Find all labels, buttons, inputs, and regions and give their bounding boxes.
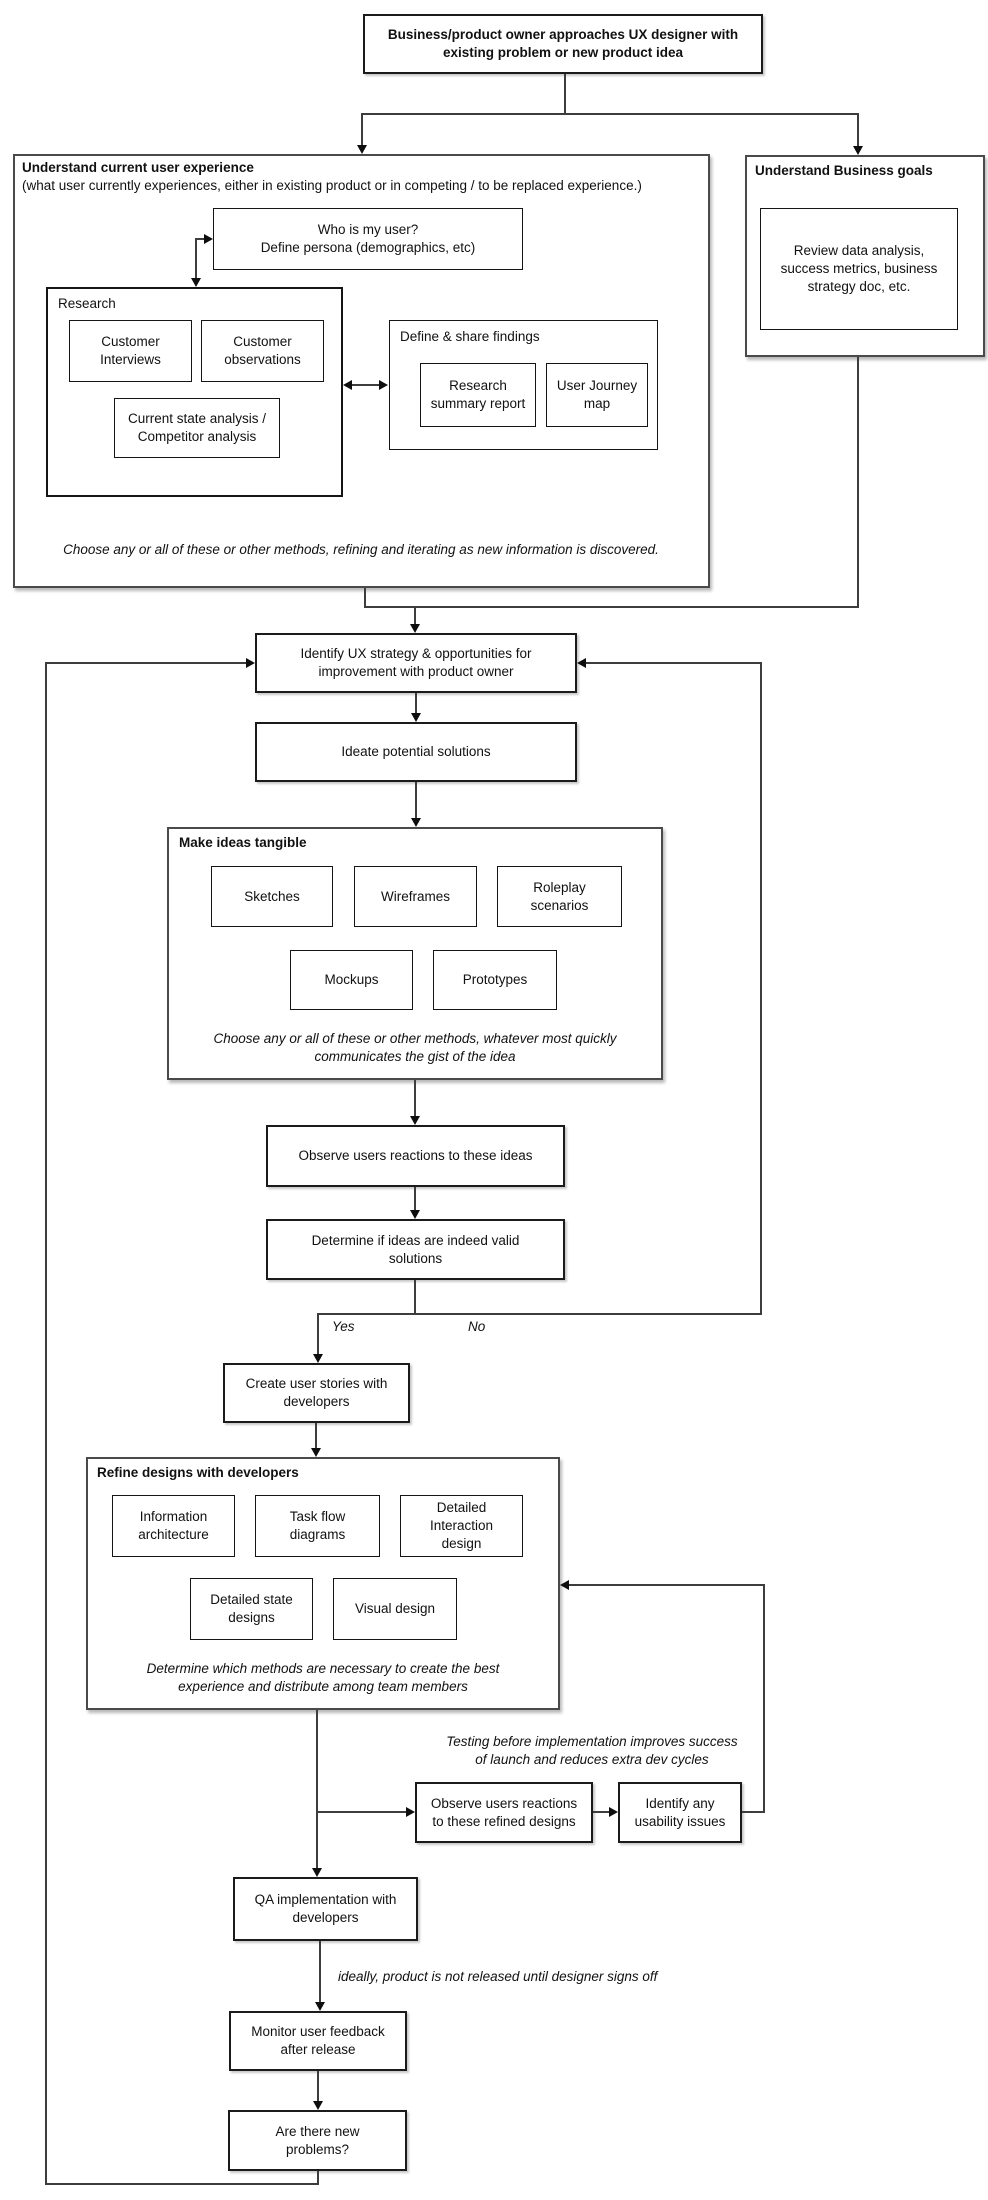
connector <box>45 663 47 2185</box>
connector <box>45 662 247 664</box>
tangible-note: Choose any or all of these or other meth… <box>213 1031 617 1065</box>
visual-design-node: Visual design <box>333 1578 457 1640</box>
arrowhead-left <box>577 658 586 668</box>
connector <box>361 113 858 115</box>
wireframes-node: Wireframes <box>354 866 477 927</box>
connector <box>414 1080 416 1117</box>
understand-user-title: Understand current user experience <box>22 160 254 175</box>
arrowhead-down <box>312 1868 322 1877</box>
connector <box>364 588 366 608</box>
connector <box>415 782 417 819</box>
connector <box>593 1811 609 1813</box>
understand-user-subtitle: (what user currently experiences, either… <box>22 178 642 193</box>
qa-implementation-node: QA implementation with developers <box>233 1877 418 1941</box>
connector <box>414 1187 416 1211</box>
connector <box>742 1811 765 1813</box>
arrowhead-down <box>411 818 421 827</box>
connector <box>857 357 859 608</box>
connector <box>760 663 762 1315</box>
arrowhead-down <box>853 146 863 155</box>
arrowhead-down <box>313 2101 323 2110</box>
arrowhead-right <box>379 380 388 390</box>
connector <box>763 1585 765 1813</box>
arrowhead-down <box>410 1116 420 1125</box>
connector <box>352 384 380 386</box>
connector <box>195 238 197 279</box>
connector <box>857 113 859 147</box>
branch-no-label: No <box>468 1319 486 1334</box>
research-summary-node: Research summary report <box>420 363 536 427</box>
detailed-state-node: Detailed state designs <box>190 1578 313 1640</box>
connector <box>415 693 417 714</box>
monitor-feedback-node: Monitor user feedback after release <box>229 2011 407 2071</box>
observe-refined-node: Observe users reactions to these refined… <box>415 1782 593 1843</box>
refine-note: Determine which methods are necessary to… <box>146 1661 500 1695</box>
connector <box>316 1811 406 1813</box>
connector <box>414 606 416 625</box>
connector <box>317 1313 762 1315</box>
arrowhead-down <box>410 624 420 633</box>
research-group <box>46 287 343 497</box>
connector <box>414 1280 416 1315</box>
connector <box>317 2171 319 2185</box>
roleplay-scenarios-node: Roleplay scenarios <box>497 866 622 927</box>
testing-note: Testing before implementation improves s… <box>446 1734 738 1768</box>
review-data-node: Review data analysis, success metrics, b… <box>760 208 958 330</box>
understand-note: Choose any or all of these or other meth… <box>63 542 659 557</box>
prototypes-node: Prototypes <box>433 950 557 1010</box>
connector <box>317 2071 319 2103</box>
arrowhead-down <box>315 2002 325 2011</box>
new-problems-node: Are there new problems? <box>228 2110 407 2171</box>
refine-designs-title: Refine designs with developers <box>97 1465 299 1480</box>
arrowhead-left <box>343 380 352 390</box>
who-is-my-user-node: Who is my user? Define persona (demograp… <box>213 208 523 270</box>
information-architecture-node: Information architecture <box>112 1495 235 1557</box>
connector <box>564 74 566 114</box>
connector <box>319 1941 321 2003</box>
connector <box>361 113 363 146</box>
current-state-analysis-node: Current state analysis / Competitor anal… <box>114 398 280 458</box>
start-node: Business/product owner approaches UX des… <box>363 14 763 74</box>
detailed-interaction-node: Detailed Interaction design <box>400 1495 523 1557</box>
define-share-label: Define & share findings <box>400 329 540 344</box>
arrowhead-right <box>246 658 255 668</box>
connector <box>45 2183 319 2185</box>
arrowhead-right <box>204 234 213 244</box>
arrowhead-left <box>560 1580 569 1590</box>
connector <box>316 1710 318 1869</box>
research-group-label: Research <box>58 296 116 311</box>
connector <box>317 1313 319 1355</box>
business-goals-title: Understand Business goals <box>755 163 933 178</box>
mockups-node: Mockups <box>290 950 413 1010</box>
customer-interviews-node: Customer Interviews <box>69 320 192 382</box>
connector <box>196 238 206 240</box>
connector <box>568 1584 765 1586</box>
connector <box>586 662 762 664</box>
observe-reactions-ideas-node: Observe users reactions to these ideas <box>266 1125 565 1187</box>
ideate-solutions-node: Ideate potential solutions <box>255 722 577 782</box>
customer-observations-node: Customer observations <box>201 320 324 382</box>
arrowhead-down <box>313 1354 323 1363</box>
arrowhead-down <box>191 278 201 287</box>
arrowhead-down <box>357 145 367 154</box>
identify-strategy-node: Identify UX strategy & opportunities for… <box>255 633 577 693</box>
arrowhead-right <box>406 1807 415 1817</box>
determine-valid-node: Determine if ideas are indeed valid solu… <box>266 1219 565 1280</box>
release-note: ideally, product is not released until d… <box>338 1969 658 1984</box>
arrowhead-down <box>410 1210 420 1219</box>
arrowhead-down <box>411 713 421 722</box>
user-journey-map-node: User Journey map <box>546 363 648 427</box>
task-flow-diagrams-node: Task flow diagrams <box>255 1495 380 1557</box>
connector <box>364 606 859 608</box>
create-user-stories-node: Create user stories with developers <box>223 1363 410 1423</box>
arrowhead-right <box>609 1807 618 1817</box>
connector <box>315 1423 317 1449</box>
make-ideas-tangible-title: Make ideas tangible <box>179 835 307 850</box>
branch-yes-label: Yes <box>332 1319 355 1334</box>
arrowhead-down <box>311 1448 321 1457</box>
usability-issues-node: Identify any usability issues <box>618 1782 742 1843</box>
sketches-node: Sketches <box>211 866 333 927</box>
